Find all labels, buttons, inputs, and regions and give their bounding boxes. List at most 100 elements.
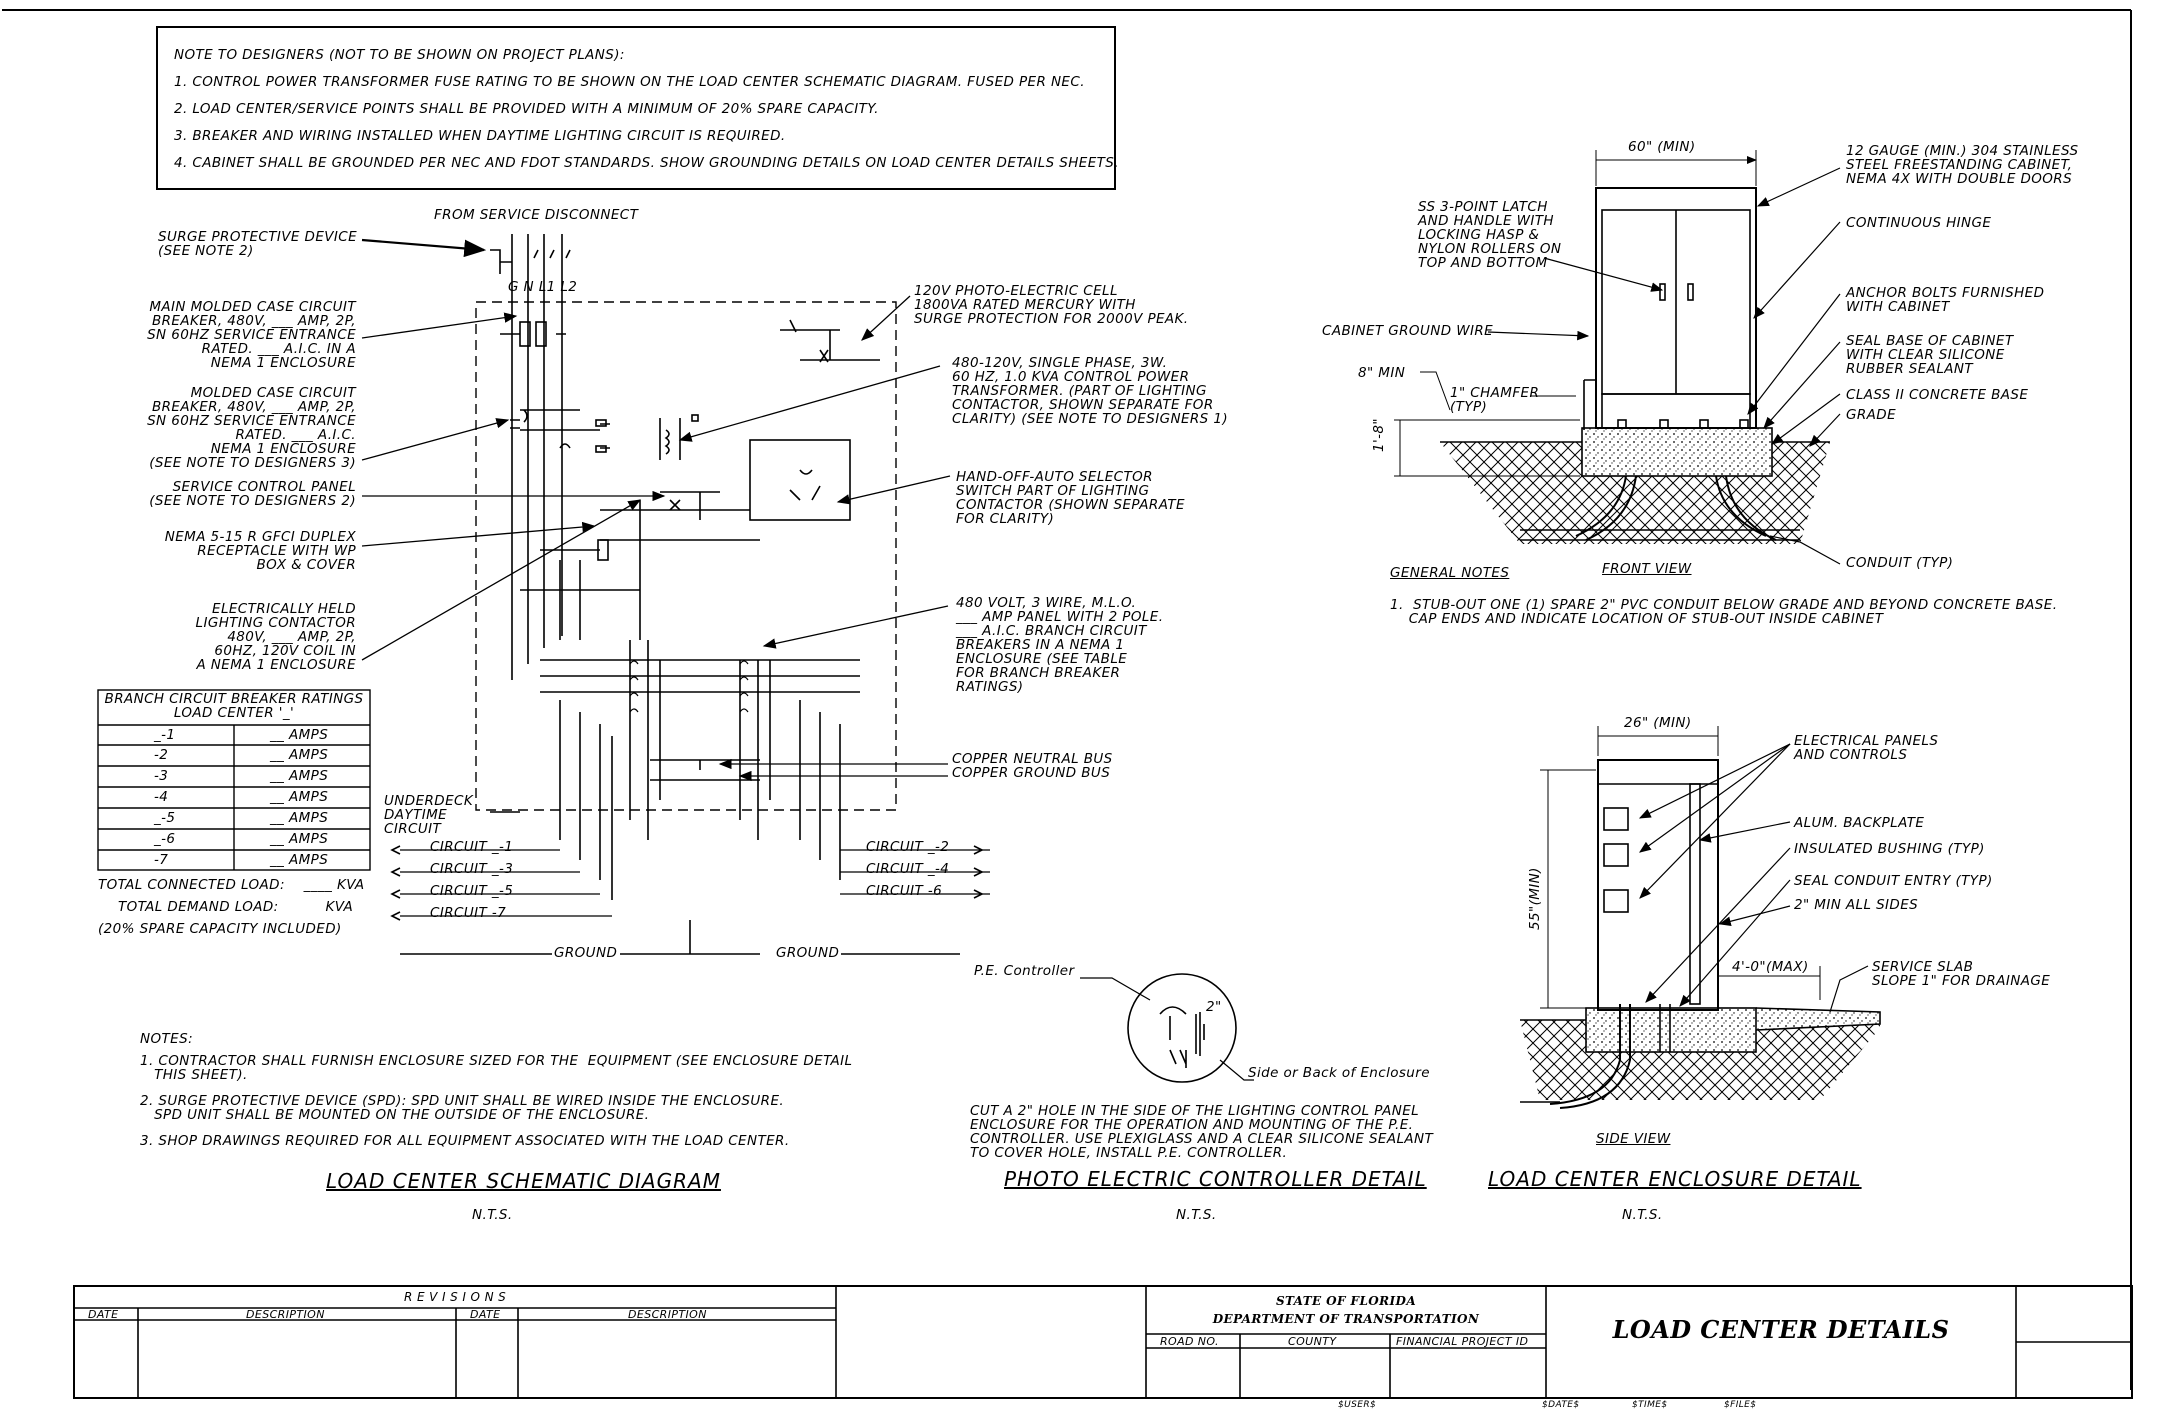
side-view-linework xyxy=(1520,726,1881,1109)
circuit-right-2: CIRCUIT _-2 xyxy=(866,839,950,855)
control-panel-label: SERVICE CONTROL PANEL (SEE NOTE TO DESIG… xyxy=(149,479,356,509)
front-width-dim: 60" (MIN) xyxy=(1628,139,1696,155)
front-height-dim: 1'-8" xyxy=(1371,418,1387,452)
front-view-caption: FRONT VIEW xyxy=(1602,561,1692,577)
hinge-label: CONTINUOUS HINGE xyxy=(1846,215,1992,231)
pe-title: PHOTO ELECTRIC CONTROLLER DETAIL xyxy=(1004,1167,1427,1191)
circuit-right-6: CIRCUIT -6 xyxy=(866,883,943,899)
side-width-dim: 26" (MIN) xyxy=(1624,715,1692,731)
front-view-linework xyxy=(1394,150,1841,565)
from-service-label: FROM SERVICE DISCONNECT xyxy=(434,207,639,223)
contactor-label: ELECTRICALLY HELD LIGHTING CONTACTOR 480… xyxy=(195,601,356,673)
cabinet-label: 12 GAUGE (MIN.) 304 STAINLESS STEEL FREE… xyxy=(1846,143,2079,187)
circuit-left-7: CIRCUIT -7 xyxy=(430,905,507,921)
bus-label: COPPER NEUTRAL BUS COPPER GROUND BUS xyxy=(952,751,1113,781)
pe-text: CUT A 2" HOLE IN THE SIDE OF THE LIGHTIN… xyxy=(970,1103,1434,1161)
dept-label: DEPARTMENT OF TRANSPORTATION xyxy=(1212,1312,1480,1326)
breaker-row-circuit: _-1 xyxy=(154,727,176,743)
enclosure-title: LOAD CENTER ENCLOSURE DETAIL xyxy=(1488,1167,1862,1191)
breaker-row-amps: __ AMPS xyxy=(270,727,329,743)
rev-col-desc-2: DESCRIPTION xyxy=(628,1308,707,1321)
rev-col-date-2: DATE xyxy=(470,1308,501,1321)
county-label: COUNTY xyxy=(1288,1335,1337,1348)
gfci-label: NEMA 5-15 R GFCI DUPLEX RECEPTACLE WITH … xyxy=(164,529,356,573)
schematic-leaders xyxy=(361,238,951,782)
breaker-row-circuit: -4 xyxy=(154,789,169,805)
bushing-label: INSULATED BUSHING (TYP) xyxy=(1794,841,1985,857)
note-1: 1. CONTRACTOR SHALL FURNISH ENCLOSURE SI… xyxy=(140,1053,853,1083)
ground-label-right: GROUND xyxy=(774,945,842,961)
breaker-row-amps: __ AMPS xyxy=(270,789,329,805)
footer-time: $TIME$ xyxy=(1632,1400,1668,1410)
pe-cell-label: 120V PHOTO-ELECTRIC CELL 1800VA RATED ME… xyxy=(914,283,1189,327)
circuit-left-3: CIRCUIT _-3 xyxy=(430,861,514,877)
side-view-caption: SIDE VIEW xyxy=(1596,1131,1671,1147)
state-label: STATE OF FLORIDA xyxy=(1275,1294,1417,1308)
breaker-row-circuit: -7 xyxy=(154,852,169,868)
breaker-row-amps: __ AMPS xyxy=(270,747,329,763)
footer-date: $DATE$ xyxy=(1542,1400,1580,1410)
pe-dim-label: 2" xyxy=(1206,999,1222,1015)
panel-label: 480 VOLT, 3 WIRE, M.L.O. ___ AMP PANEL W… xyxy=(956,595,1164,695)
breaker-row-amps: __ AMPS xyxy=(270,852,329,868)
circuit-left-1: CIRCUIT _-1 xyxy=(430,839,514,855)
schematic-linework xyxy=(390,234,990,955)
title-block-lines xyxy=(73,1285,2133,1399)
underdeck-label: UNDERDECK DAYTIME CIRCUIT xyxy=(384,793,474,837)
pe-side-label: Side or Back of Enclosure xyxy=(1248,1065,1430,1081)
hoa-label: HAND-OFF-AUTO SELECTOR SWITCH PART OF LI… xyxy=(956,469,1185,527)
slab-dim: 4'-0"(MAX) xyxy=(1732,959,1809,975)
backplate-label: ALUM. BACKPLATE xyxy=(1794,815,1925,831)
designer-notes-box xyxy=(156,26,1116,190)
footer-file: $FILE$ xyxy=(1724,1400,1757,1410)
spd-label: SURGE PROTECTIVE DEVICE (SEE NOTE 2) xyxy=(158,229,358,259)
spare-capacity: (20% SPARE CAPACITY INCLUDED) xyxy=(98,921,342,937)
transformer-label: 480-120V, SINGLE PHASE, 3W. 60 HZ, 1.0 K… xyxy=(952,355,1228,427)
main-breaker-label: MAIN MOLDED CASE CIRCUIT BREAKER, 480V, … xyxy=(147,299,356,371)
side-height-dim: 55"(MIN) xyxy=(1527,867,1543,930)
breaker-row-circuit: _-5 xyxy=(154,810,176,826)
revisions-label: R E V I S I O N S xyxy=(404,1290,507,1304)
breaker-row-amps: __ AMPS xyxy=(270,810,329,826)
circuit-right-4: CIRCUIT _-4 xyxy=(866,861,950,877)
enclosure-nts: N.T.S. xyxy=(1622,1207,1663,1223)
rev-col-desc-1: DESCRIPTION xyxy=(246,1308,325,1321)
grade-label: GRADE xyxy=(1846,407,1897,423)
notes-heading: NOTES: xyxy=(140,1031,194,1047)
latch-label: SS 3-POINT LATCH AND HANDLE WITH LOCKING… xyxy=(1418,199,1562,271)
road-no-label: ROAD NO. xyxy=(1160,1335,1219,1348)
pe-detail-linework xyxy=(1080,973,1254,1083)
breaker-row-amps: __ AMPS xyxy=(270,831,329,847)
seal-conduit-label: SEAL CONDUIT ENTRY (TYP) xyxy=(1794,873,1993,889)
breaker-row-circuit: -3 xyxy=(154,768,169,784)
total-demand: TOTAL DEMAND LOAD: KVA xyxy=(118,899,354,915)
molded-breaker-label: MOLDED CASE CIRCUIT BREAKER, 480V, ___ A… xyxy=(147,385,356,471)
designer-notes-heading: NOTE TO DESIGNERS (NOT TO BE SHOWN ON PR… xyxy=(174,47,625,63)
designer-note-3: 3. BREAKER AND WIRING INSTALLED WHEN DAY… xyxy=(174,128,786,144)
anchor-label: ANCHOR BOLTS FURNISHED WITH CABINET xyxy=(1846,285,2045,315)
designer-note-1: 1. CONTROL POWER TRANSFORMER FUSE RATING… xyxy=(174,74,1085,90)
bus-labels: G N L1 L2 xyxy=(508,279,578,295)
breaker-row-circuit: -2 xyxy=(154,747,169,763)
sheet-title: LOAD CENTER DETAILS xyxy=(1612,1315,1950,1344)
circuit-left-5: CIRCUIT _-5 xyxy=(430,883,514,899)
min8-label: 8" MIN xyxy=(1358,365,1406,381)
note-2: 2. SURGE PROTECTIVE DEVICE (SPD): SPD UN… xyxy=(140,1093,785,1123)
breaker-row-amps: __ AMPS xyxy=(270,768,329,784)
total-connected: TOTAL CONNECTED LOAD: ____ KVA xyxy=(98,877,365,893)
ground-label-left: GROUND xyxy=(552,945,620,961)
schematic-title: LOAD CENTER SCHEMATIC DIAGRAM xyxy=(326,1169,721,1193)
footer-user: $USER$ xyxy=(1338,1400,1377,1410)
breaker-row-circuit: _-6 xyxy=(154,831,176,847)
designer-note-4: 4. CABINET SHALL BE GROUNDED PER NEC AND… xyxy=(174,155,1119,171)
breaker-table-lines xyxy=(97,689,371,871)
panels-label: ELECTRICAL PANELS AND CONTROLS xyxy=(1794,733,1939,763)
schematic-nts: N.T.S. xyxy=(472,1207,513,1223)
min2-label: 2" MIN ALL SIDES xyxy=(1794,897,1919,913)
note-3: 3. SHOP DRAWINGS REQUIRED FOR ALL EQUIPM… xyxy=(140,1133,790,1149)
rev-col-date-1: DATE xyxy=(88,1308,119,1321)
chamfer-label: 1" CHAMFER (TYP) xyxy=(1450,385,1540,415)
general-notes-heading: GENERAL NOTES xyxy=(1390,565,1510,581)
concrete-label: CLASS II CONCRETE BASE xyxy=(1846,387,2029,403)
